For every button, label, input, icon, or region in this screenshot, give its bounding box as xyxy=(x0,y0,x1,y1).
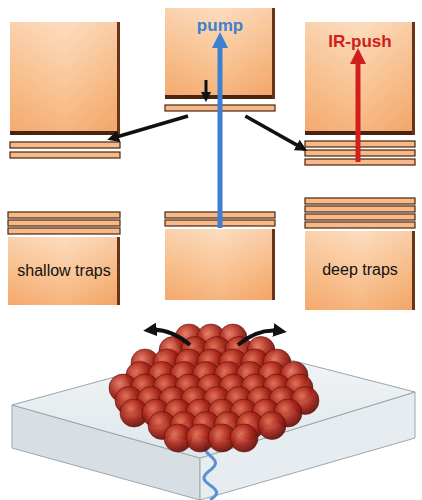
nanocrystal-film xyxy=(109,324,319,452)
top-panels xyxy=(10,8,415,135)
pump-panel: pump xyxy=(165,8,275,116)
node-label: deep traps xyxy=(322,261,398,279)
nanocrystal xyxy=(258,412,286,440)
nanocrystal xyxy=(230,424,258,452)
deep-trap-block: deep traps xyxy=(305,231,415,310)
pump-arrow xyxy=(218,40,223,228)
node-label: IR-push xyxy=(328,32,391,52)
relax-arrow xyxy=(205,80,208,97)
ir-push-arrow xyxy=(356,56,361,162)
glass-substrate xyxy=(12,345,415,500)
carrier-arrow xyxy=(150,330,190,345)
middle-blocks xyxy=(8,198,415,310)
ir-push-panel: IR-push xyxy=(305,22,415,167)
shallow-trap-arrow xyxy=(113,116,188,138)
trap-levels xyxy=(10,105,415,165)
shallow-trap-block: shallow traps xyxy=(8,237,120,305)
node-label: pump xyxy=(197,16,243,36)
transfer-arrow xyxy=(245,116,305,150)
carrier-arrow xyxy=(238,331,280,345)
node-label: shallow traps xyxy=(17,262,110,280)
